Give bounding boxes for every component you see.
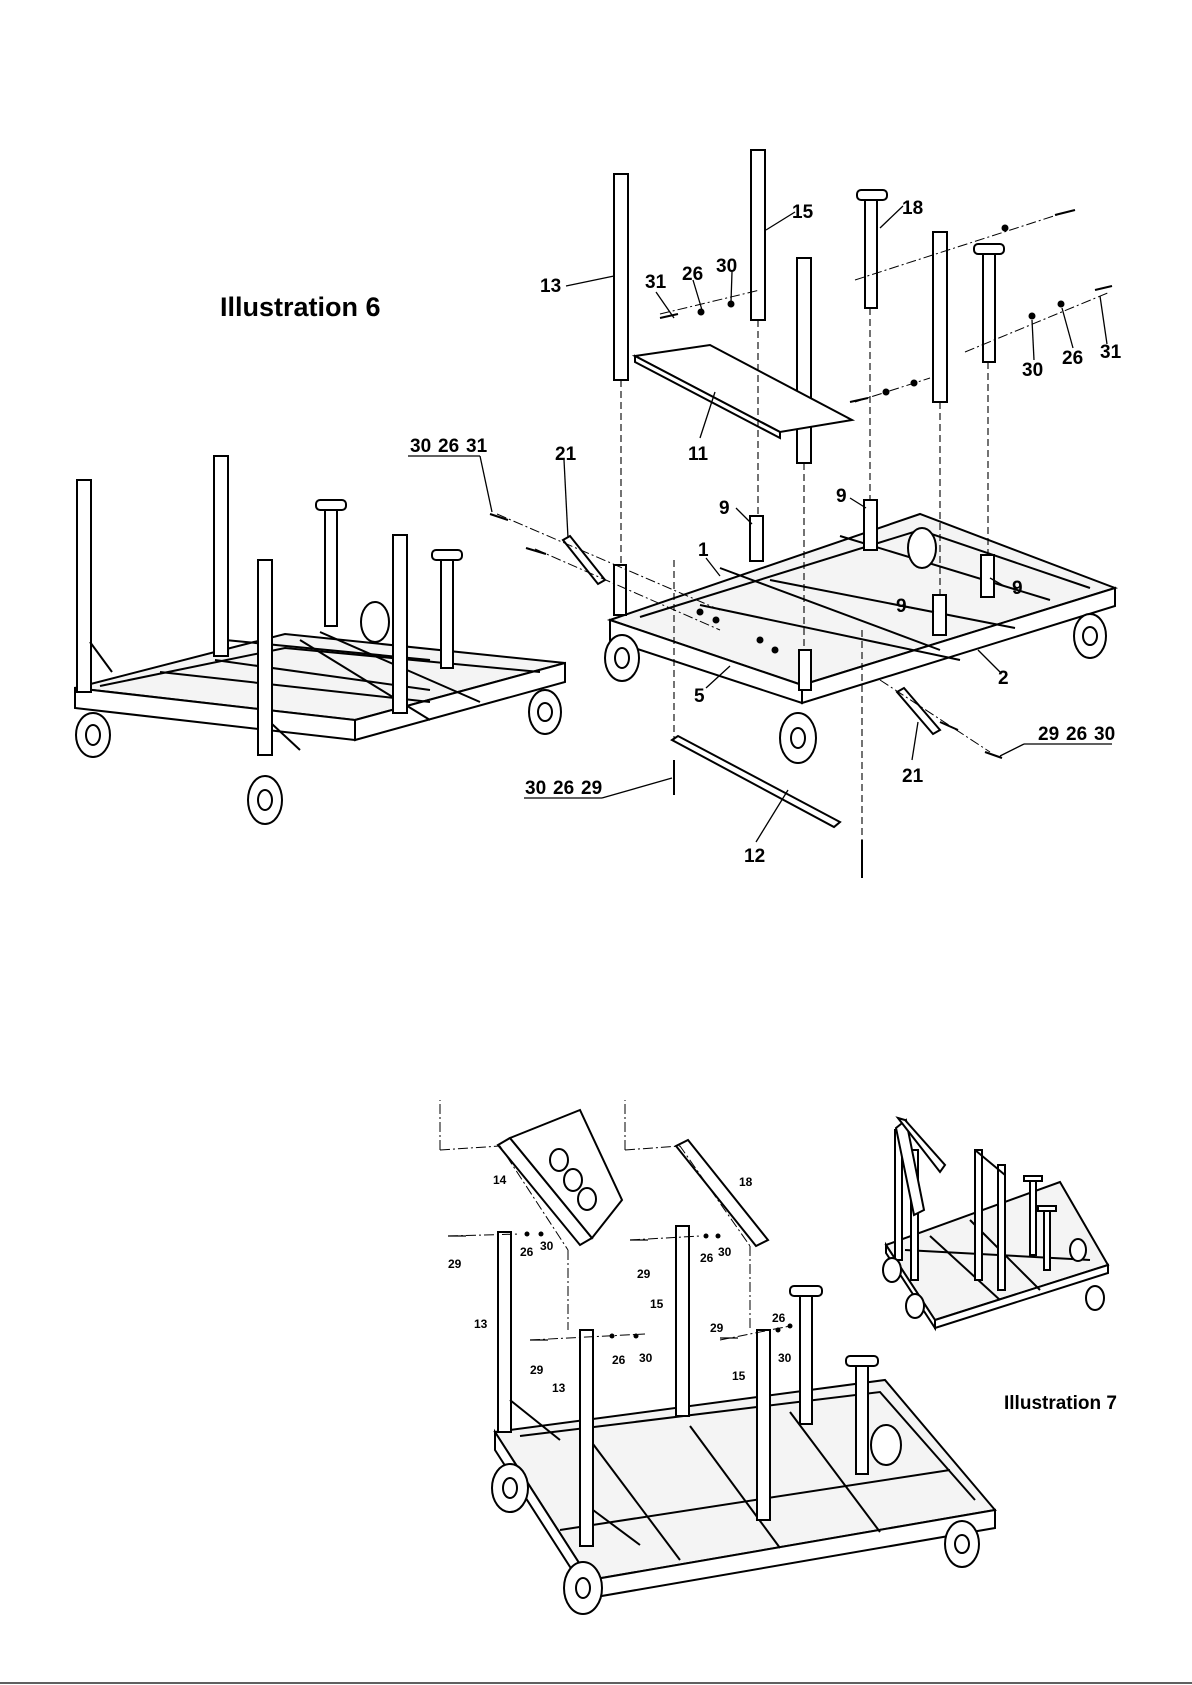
callout-30-group2: 30 [1094, 724, 1115, 745]
callout-31-group1: 31 [466, 436, 488, 457]
callout-31: 31 [645, 272, 667, 293]
callout-9-d: 9 [896, 596, 907, 617]
callout-9-c: 9 [1012, 578, 1023, 599]
callout-26-right: 26 [1062, 348, 1083, 369]
callout7-30-a: 30 [540, 1239, 554, 1253]
callout-2: 2 [998, 668, 1009, 689]
callout-26-group2: 26 [1066, 724, 1087, 745]
callout-21: 21 [555, 444, 577, 465]
callout-9-a: 9 [719, 498, 730, 519]
callout-21-lower: 21 [902, 766, 924, 787]
callout7-29-c: 29 [710, 1321, 724, 1335]
callout-30-group1: 30 [410, 436, 431, 457]
callout7-30-c: 30 [778, 1351, 792, 1365]
callout7-26-a: 26 [520, 1245, 534, 1259]
callout7-15-b: 15 [732, 1369, 746, 1383]
illustration-7-title: Illustration 7 [1004, 1393, 1117, 1414]
callout-26-group3: 26 [553, 778, 574, 799]
callout7-13-b: 13 [552, 1381, 566, 1395]
callout-11: 11 [688, 444, 709, 465]
callout7-13-a: 13 [474, 1317, 488, 1331]
assembled-cart-inset-view [883, 1118, 1108, 1328]
callout-30-right: 30 [1022, 360, 1043, 381]
callout7-14: 14 [493, 1173, 507, 1187]
callout-1: 1 [698, 540, 709, 561]
callout7-26-b: 26 [700, 1251, 714, 1265]
callout7-26-d: 26 [612, 1353, 626, 1367]
callout7-29-a: 29 [448, 1257, 462, 1271]
callout7-29-b: 29 [637, 1267, 651, 1281]
callout-30-group3: 30 [525, 778, 546, 799]
callout-29-group3: 29 [581, 778, 602, 799]
callout-12: 12 [744, 846, 765, 867]
callout-5: 5 [694, 686, 705, 707]
callout-26: 26 [682, 264, 703, 285]
callout-15: 15 [792, 202, 814, 223]
callout7-26-c: 26 [772, 1311, 786, 1325]
callout7-30-b: 30 [718, 1245, 732, 1259]
callout-29-group2: 29 [1038, 724, 1059, 745]
callout7-30-d: 30 [639, 1351, 653, 1365]
exploded-cart-view [408, 150, 1115, 878]
callout-9-b: 9 [836, 486, 847, 507]
callout-13: 13 [540, 276, 561, 297]
callout-18: 18 [902, 198, 923, 219]
illustration-6-title: Illustration 6 [220, 292, 381, 322]
callout-31-right: 31 [1100, 342, 1122, 363]
callout-30: 30 [716, 256, 737, 277]
callout7-29-d: 29 [530, 1363, 544, 1377]
callout7-18: 18 [739, 1175, 753, 1189]
callout7-15-a: 15 [650, 1297, 664, 1311]
callout-26-group1: 26 [438, 436, 459, 457]
